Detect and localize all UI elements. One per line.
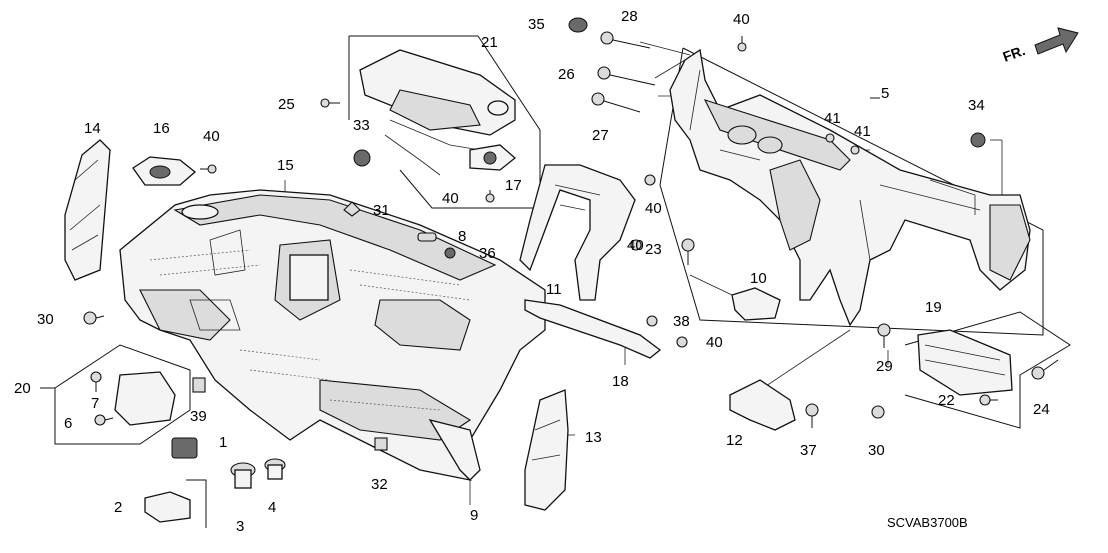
clip-33[interactable] xyxy=(353,149,371,167)
screw-40-center-2[interactable] xyxy=(630,239,642,251)
callout-34: 34 xyxy=(968,97,985,114)
bolt-6[interactable] xyxy=(94,414,114,426)
callout-27: 27 xyxy=(592,127,609,144)
callout-41-b: 41 xyxy=(854,123,871,140)
callout-21: 21 xyxy=(481,34,498,51)
screw-38[interactable] xyxy=(646,315,658,327)
callout-9: 9 xyxy=(470,507,478,524)
callout-labels: 1 2 3 4 5 6 7 8 9 10 11 12 13 14 15 16 1… xyxy=(14,8,1050,535)
socket-4[interactable] xyxy=(264,458,286,480)
panel-19[interactable] xyxy=(917,329,1013,396)
callout-40-center-3: 40 xyxy=(706,334,723,351)
callout-16: 16 xyxy=(153,120,170,137)
bolt-24[interactable] xyxy=(1031,359,1059,380)
front-direction-arrow xyxy=(1034,27,1079,55)
side-panel-13[interactable] xyxy=(524,389,569,511)
callout-5: 5 xyxy=(881,85,889,102)
callout-17: 17 xyxy=(505,177,522,194)
bolt-27[interactable] xyxy=(591,92,641,113)
callout-12: 12 xyxy=(726,432,743,449)
clip-39[interactable] xyxy=(192,377,206,393)
callout-20: 20 xyxy=(14,380,31,397)
bolt-30-left[interactable] xyxy=(83,311,105,325)
callout-35: 35 xyxy=(528,16,545,33)
diagram-code: SCVAB3700B xyxy=(887,515,968,530)
bolt-23[interactable] xyxy=(681,238,695,265)
steering-hanger-5[interactable] xyxy=(669,48,1031,327)
callout-22: 22 xyxy=(938,392,955,409)
grommet-34[interactable] xyxy=(970,132,986,148)
switch-1[interactable] xyxy=(171,437,198,459)
callout-30-left: 30 xyxy=(37,311,54,328)
bolt-30-right[interactable] xyxy=(871,405,885,419)
callout-33: 33 xyxy=(353,117,370,134)
callout-23: 23 xyxy=(645,241,662,258)
bracket-10[interactable] xyxy=(731,287,781,321)
screw-41-b[interactable] xyxy=(850,145,860,155)
bracket-12[interactable] xyxy=(729,379,796,431)
vent-17[interactable] xyxy=(469,144,517,171)
callout-40-top: 40 xyxy=(733,11,750,28)
component-2[interactable] xyxy=(144,491,191,523)
callout-15: 15 xyxy=(277,157,294,174)
callout-3: 3 xyxy=(236,518,244,535)
dashboard-assembly[interactable] xyxy=(119,189,546,482)
callout-41-a: 41 xyxy=(824,110,841,127)
callout-25: 25 xyxy=(278,96,295,113)
screw-41-a[interactable] xyxy=(825,133,835,143)
callout-7: 7 xyxy=(91,395,99,412)
callout-8: 8 xyxy=(458,228,466,245)
callout-26: 26 xyxy=(558,66,575,83)
callout-14: 14 xyxy=(84,120,101,137)
clip-31[interactable] xyxy=(343,201,361,217)
callout-24: 24 xyxy=(1033,401,1050,418)
bolt-26[interactable] xyxy=(597,66,656,86)
callout-36: 36 xyxy=(479,245,496,262)
callout-40-vent: 40 xyxy=(203,128,220,145)
callout-4: 4 xyxy=(268,499,276,516)
bolt-7[interactable] xyxy=(90,371,102,392)
callout-37: 37 xyxy=(800,442,817,459)
screw-40-center-3[interactable] xyxy=(676,336,688,348)
callout-40-airbag: 40 xyxy=(442,190,459,207)
callout-6: 6 xyxy=(64,415,72,432)
callout-2: 2 xyxy=(114,499,122,516)
screw-40-airbag[interactable] xyxy=(485,190,495,203)
callout-40-center-1: 40 xyxy=(645,200,662,217)
screw-40-vent[interactable] xyxy=(200,164,217,174)
callout-32: 32 xyxy=(371,476,388,493)
bolt-22[interactable] xyxy=(979,394,998,406)
callout-19: 19 xyxy=(925,299,942,316)
callout-28: 28 xyxy=(621,8,638,25)
direction-label: FR. xyxy=(1001,42,1028,65)
screw-25[interactable] xyxy=(320,98,340,108)
callout-40-center-2: 40 xyxy=(627,237,644,254)
bolt-37[interactable] xyxy=(805,403,819,428)
screw-40-center-1[interactable] xyxy=(644,174,656,186)
callout-30-right: 30 xyxy=(868,442,885,459)
bolt-28[interactable] xyxy=(600,31,651,49)
bracket-11[interactable] xyxy=(519,164,636,301)
callout-39: 39 xyxy=(190,408,207,425)
side-panel-left[interactable] xyxy=(64,139,111,281)
clip-32[interactable] xyxy=(374,437,388,451)
bracket-20[interactable] xyxy=(114,371,176,426)
airbag-21[interactable] xyxy=(359,49,516,136)
callout-10: 10 xyxy=(750,270,767,287)
callout-38: 38 xyxy=(673,313,690,330)
callout-18: 18 xyxy=(612,373,629,390)
bar-18[interactable] xyxy=(524,299,662,359)
clip-36[interactable] xyxy=(444,247,456,259)
callout-29: 29 xyxy=(876,358,893,375)
screw-40-top[interactable] xyxy=(737,36,747,52)
grommet-35[interactable] xyxy=(568,17,588,33)
socket-3[interactable] xyxy=(230,462,256,489)
clip-8[interactable] xyxy=(417,232,437,242)
callout-11: 11 xyxy=(546,281,562,298)
callout-13: 13 xyxy=(585,429,602,446)
callout-31: 31 xyxy=(373,202,390,219)
callout-1: 1 xyxy=(219,434,227,451)
bolt-29[interactable] xyxy=(877,323,891,348)
